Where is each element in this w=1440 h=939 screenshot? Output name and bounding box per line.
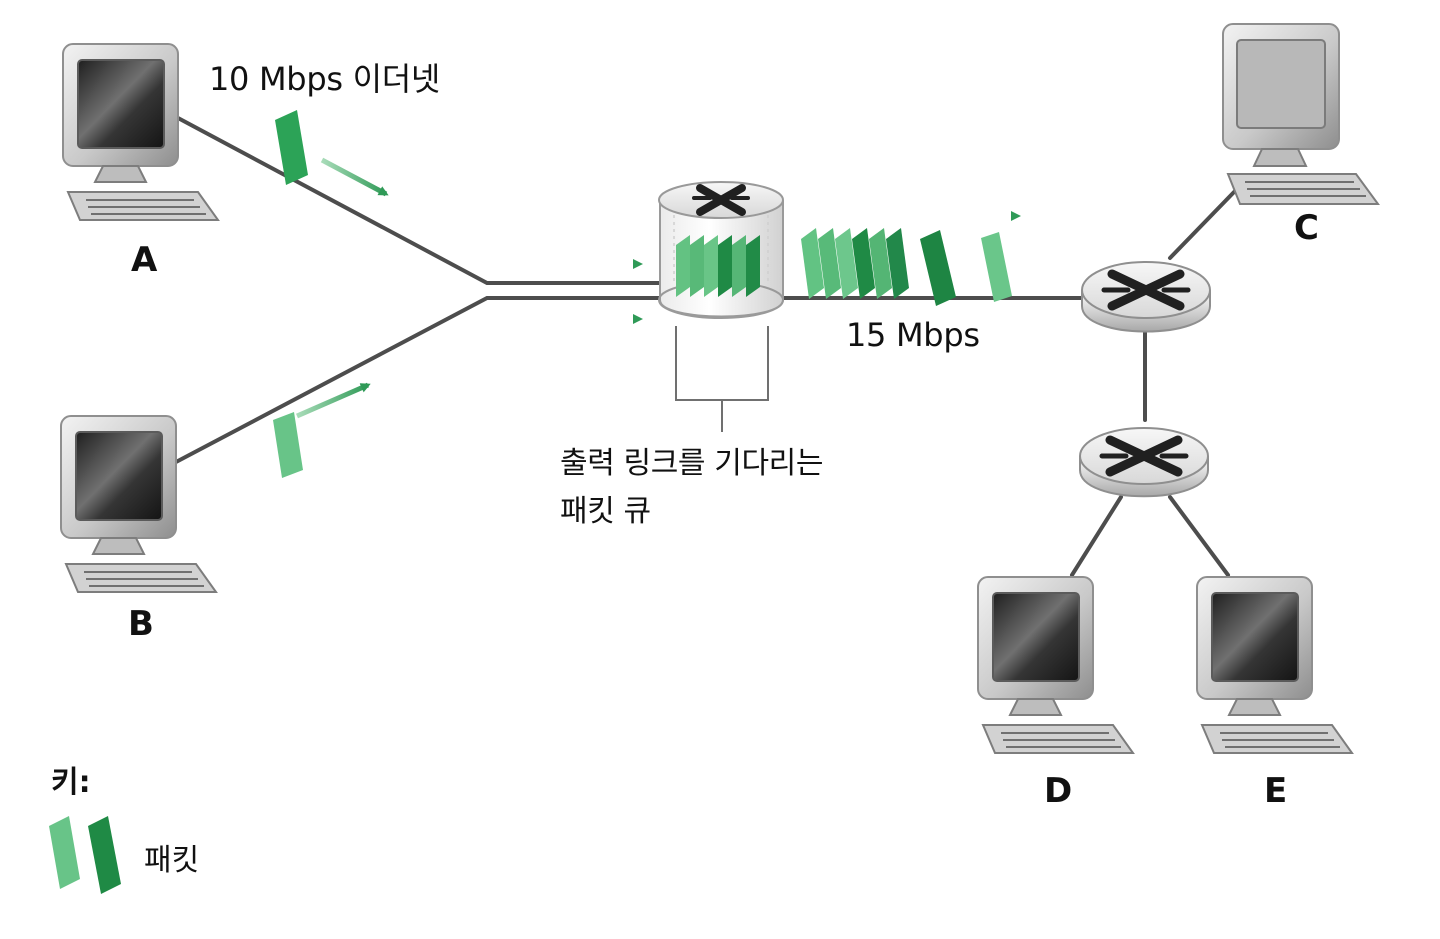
link-lower-router-to-e bbox=[1168, 495, 1230, 577]
key-title: 키: bbox=[51, 765, 91, 800]
host-label-a: A bbox=[131, 240, 158, 280]
host-label-e: E bbox=[1264, 771, 1288, 811]
computer-icon-d bbox=[977, 576, 1135, 754]
outgoing-packet bbox=[852, 228, 875, 299]
computer-icon-a bbox=[62, 43, 220, 221]
outgoing-packet bbox=[920, 230, 956, 306]
outgoing-packet bbox=[869, 228, 892, 299]
computer-icon-e bbox=[1196, 576, 1354, 754]
outgoing-packet bbox=[801, 228, 824, 299]
queued-packets bbox=[676, 235, 760, 297]
queue-label-line1: 출력 링크를 기다리는 bbox=[560, 446, 824, 481]
queue-packet bbox=[718, 235, 732, 297]
computer-icon-c bbox=[1222, 23, 1380, 205]
host-label-c: C bbox=[1294, 208, 1319, 248]
packet-key-icon bbox=[49, 816, 121, 894]
link-right-router-to-c bbox=[1168, 188, 1238, 260]
link-lower-router-to-d bbox=[1070, 495, 1123, 577]
incoming-arrows bbox=[498, 259, 643, 324]
packet-b-link bbox=[273, 382, 371, 478]
output-link-label: 15 Mbps bbox=[846, 316, 980, 354]
packet-a-link bbox=[275, 110, 389, 197]
queue-packet bbox=[690, 235, 704, 297]
queue-packet bbox=[676, 235, 690, 297]
right-router-icon bbox=[1081, 261, 1211, 333]
queue-description: 출력 링크를 기다리는 패킷 큐 bbox=[560, 440, 823, 536]
outgoing-packet bbox=[886, 228, 909, 299]
outgoing-packet bbox=[981, 232, 1012, 302]
computer-icon-b bbox=[60, 415, 218, 593]
queue-packet bbox=[732, 235, 746, 297]
link-b-to-router bbox=[174, 296, 662, 464]
outgoing-packets bbox=[801, 211, 1021, 306]
host-label-d: D bbox=[1044, 771, 1073, 811]
queue-bracket bbox=[675, 326, 769, 432]
outgoing-packet bbox=[835, 228, 858, 299]
link-a-to-router bbox=[176, 116, 662, 285]
lower-router-icon bbox=[1079, 427, 1209, 498]
queue-label-line2: 패킷 큐 bbox=[560, 494, 651, 529]
outgoing-packet bbox=[818, 228, 841, 299]
ethernet-link-label: 10 Mbps 이더넷 bbox=[209, 60, 440, 98]
queue-packet bbox=[704, 235, 718, 297]
host-label-b: B bbox=[128, 604, 154, 644]
network-links bbox=[174, 116, 1238, 577]
queue-packet bbox=[746, 235, 760, 297]
key-packet-label: 패킷 bbox=[144, 843, 200, 878]
